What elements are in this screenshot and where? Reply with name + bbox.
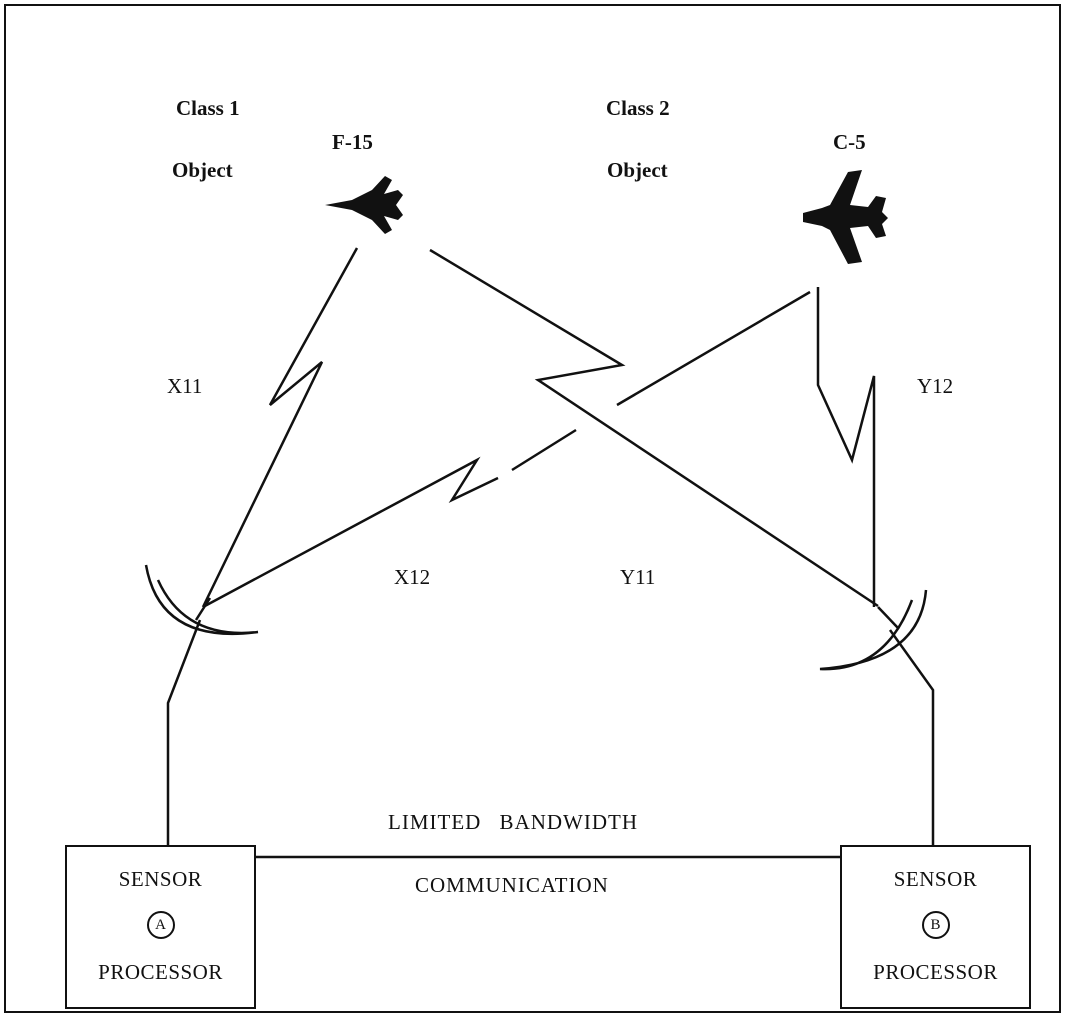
cable-b (888, 629, 935, 845)
sensor-processor-b: SENSOR B PROCESSOR (840, 845, 1031, 1009)
sensor-a-subtitle: PROCESSOR (98, 960, 223, 984)
class1-label: Class 1 (176, 96, 240, 120)
comm-label-line2: COMMUNICATION (415, 873, 609, 897)
f15-aircraft-icon (325, 176, 403, 234)
link-x12-lower (511, 428, 577, 472)
link-y12 (816, 287, 876, 607)
sensor-b-title: SENSOR (893, 867, 978, 891)
link-y11 (429, 248, 879, 608)
sensor-a-title: SENSOR (118, 867, 203, 891)
sensor-processor-a: SENSOR A PROCESSOR (65, 845, 256, 1009)
dish-b (819, 589, 928, 671)
link-x11 (201, 247, 359, 608)
sensor-a-badge: A (146, 911, 175, 939)
class1-object-label: Object (172, 158, 233, 182)
f15-label: F-15 (332, 130, 373, 154)
c5-label: C-5 (833, 130, 866, 154)
c5-aircraft-icon (803, 170, 888, 264)
link-label-x11: X11 (167, 374, 203, 398)
sensor-b-badge: B (921, 911, 950, 939)
cable-a (166, 619, 202, 845)
comm-label-line1: LIMITED BANDWIDTH (388, 810, 639, 834)
class2-label: Class 2 (606, 96, 670, 120)
class2-object-label: Object (607, 158, 668, 182)
link-x12-zig (202, 456, 499, 609)
dish-a (144, 564, 259, 636)
link-x12 (616, 290, 811, 407)
link-label-y12: Y12 (917, 374, 954, 398)
figure-frame (4, 4, 1061, 1013)
sensor-b-subtitle: PROCESSOR (873, 960, 998, 984)
link-label-y11: Y11 (620, 565, 656, 589)
link-label-x12: X12 (394, 565, 431, 589)
